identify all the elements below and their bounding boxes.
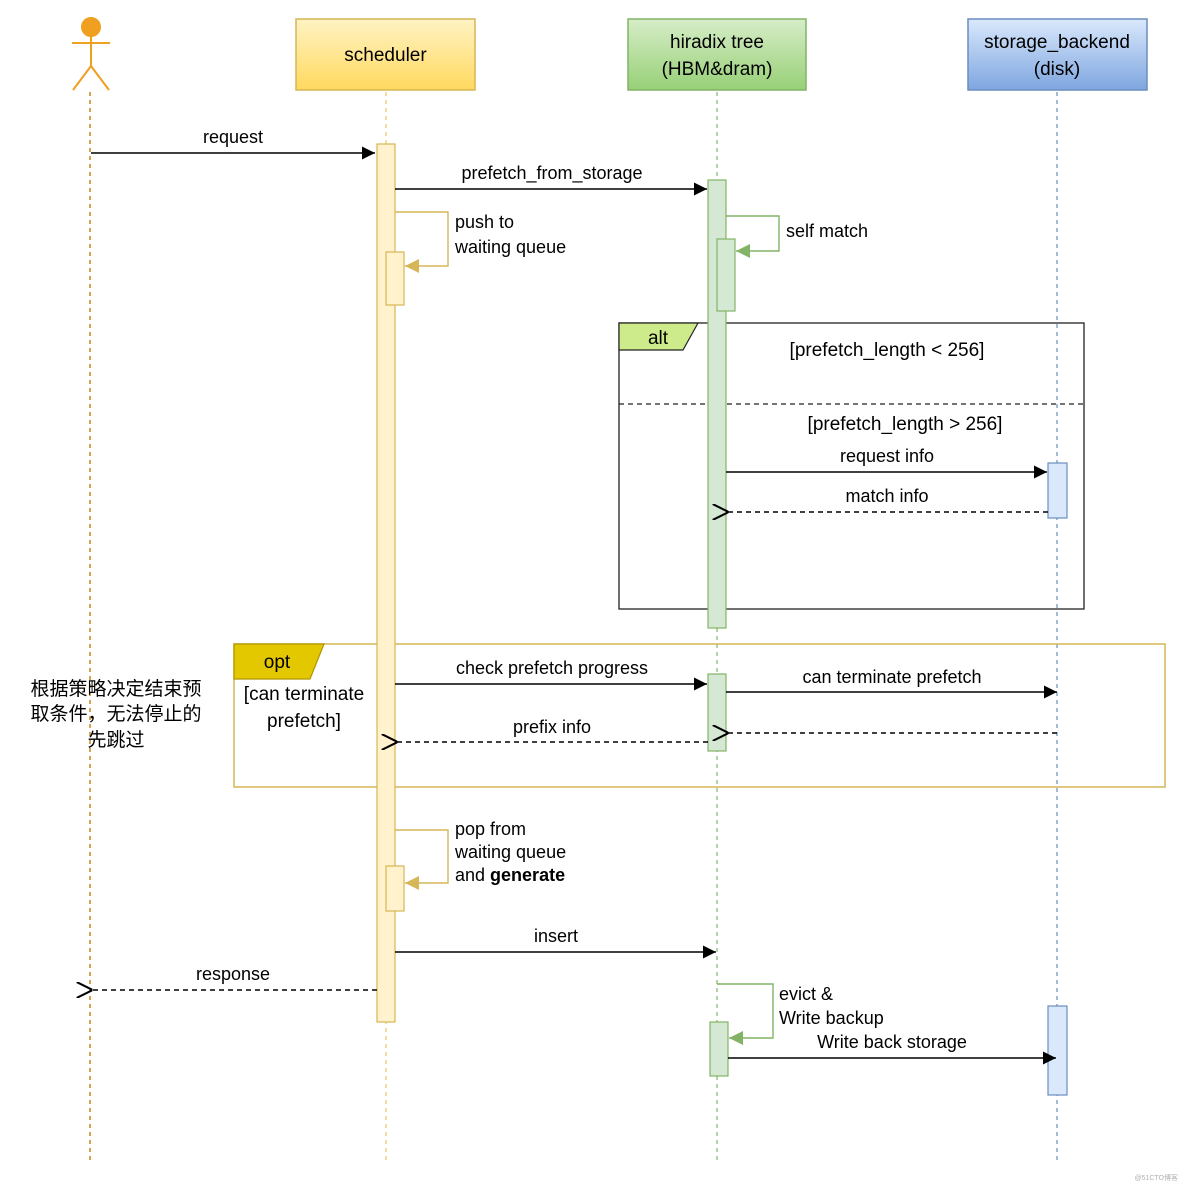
scheduler-activation-pop [385, 865, 405, 912]
pop-label-line3: and generate [455, 865, 565, 885]
note-line3: 先跳过 [87, 729, 144, 751]
user-actor-icon [72, 17, 110, 91]
alt-guard-1: [prefetch_length < 256] [790, 340, 985, 361]
push-label-line1: push to [455, 212, 514, 232]
note-line1: 根据策略决定结束预 [30, 678, 201, 700]
participant-scheduler-label: scheduler [344, 45, 427, 66]
evict-label-line1: evict & [779, 984, 833, 1004]
opt-guard-line1: [can terminate [244, 684, 364, 705]
evict-write-backup-arrow [717, 983, 774, 1045]
self-match-label: self match [786, 221, 868, 241]
push-waiting-queue-arrow [395, 211, 449, 273]
check-prefetch-progress-label: check prefetch progress [456, 658, 648, 678]
pop-label-line3-prefix: and [455, 865, 490, 885]
storage-activation-write [1047, 1005, 1068, 1096]
self-match-arrow [726, 215, 780, 258]
participant-scheduler: scheduler [295, 18, 476, 91]
prefetch-from-storage-label: prefetch_from_storage [461, 163, 642, 184]
push-label-line2: waiting queue [454, 237, 566, 257]
pop-label-line3-bold: generate [490, 865, 565, 885]
can-terminate-prefetch-label: can terminate prefetch [802, 667, 981, 687]
watermark: @51CTO博客 [1134, 1173, 1178, 1182]
participant-storage-label-line2: (disk) [1034, 59, 1080, 80]
tree-activation-evict [709, 1021, 729, 1077]
opt-guard-line2: prefetch] [267, 711, 341, 732]
request-label: request [203, 127, 263, 147]
response-label: response [196, 964, 270, 984]
tree-activation-check [707, 673, 727, 752]
participant-tree-label-line1: hiradix tree [670, 32, 764, 53]
pop-waiting-queue-arrow [395, 829, 449, 890]
tree-activation-self-match [716, 238, 736, 312]
match-info-label: match info [845, 486, 928, 506]
participant-storage-label-line1: storage_backend [984, 32, 1130, 53]
scheduler-activation [376, 143, 396, 1023]
scheduler-activation-push [385, 251, 405, 306]
request-info-label: request info [840, 446, 934, 466]
participant-tree: hiradix tree (HBM&dram) [627, 18, 807, 91]
opt-frame-label: opt [264, 652, 291, 673]
pop-label-line1: pop from [455, 819, 526, 839]
storage-activation-match [1047, 462, 1068, 519]
participant-storage: storage_backend (disk) [967, 18, 1148, 91]
alt-frame-label: alt [648, 328, 669, 349]
prefix-info-label: prefix info [513, 717, 591, 737]
pop-label-line2: waiting queue [454, 842, 566, 862]
note-line2: 取条件，无法停止的 [30, 703, 201, 725]
alt-guard-2: [prefetch_length > 256] [808, 414, 1003, 435]
alt-frame: alt [prefetch_length < 256] [prefetch_le… [618, 322, 1085, 610]
opt-frame: opt [can terminate prefetch] [233, 643, 1166, 788]
participant-tree-label-line2: (HBM&dram) [662, 59, 773, 80]
evict-label-line2: Write backup [779, 1008, 884, 1028]
insert-label: insert [534, 926, 578, 946]
write-back-storage-label: Write back storage [817, 1032, 967, 1052]
